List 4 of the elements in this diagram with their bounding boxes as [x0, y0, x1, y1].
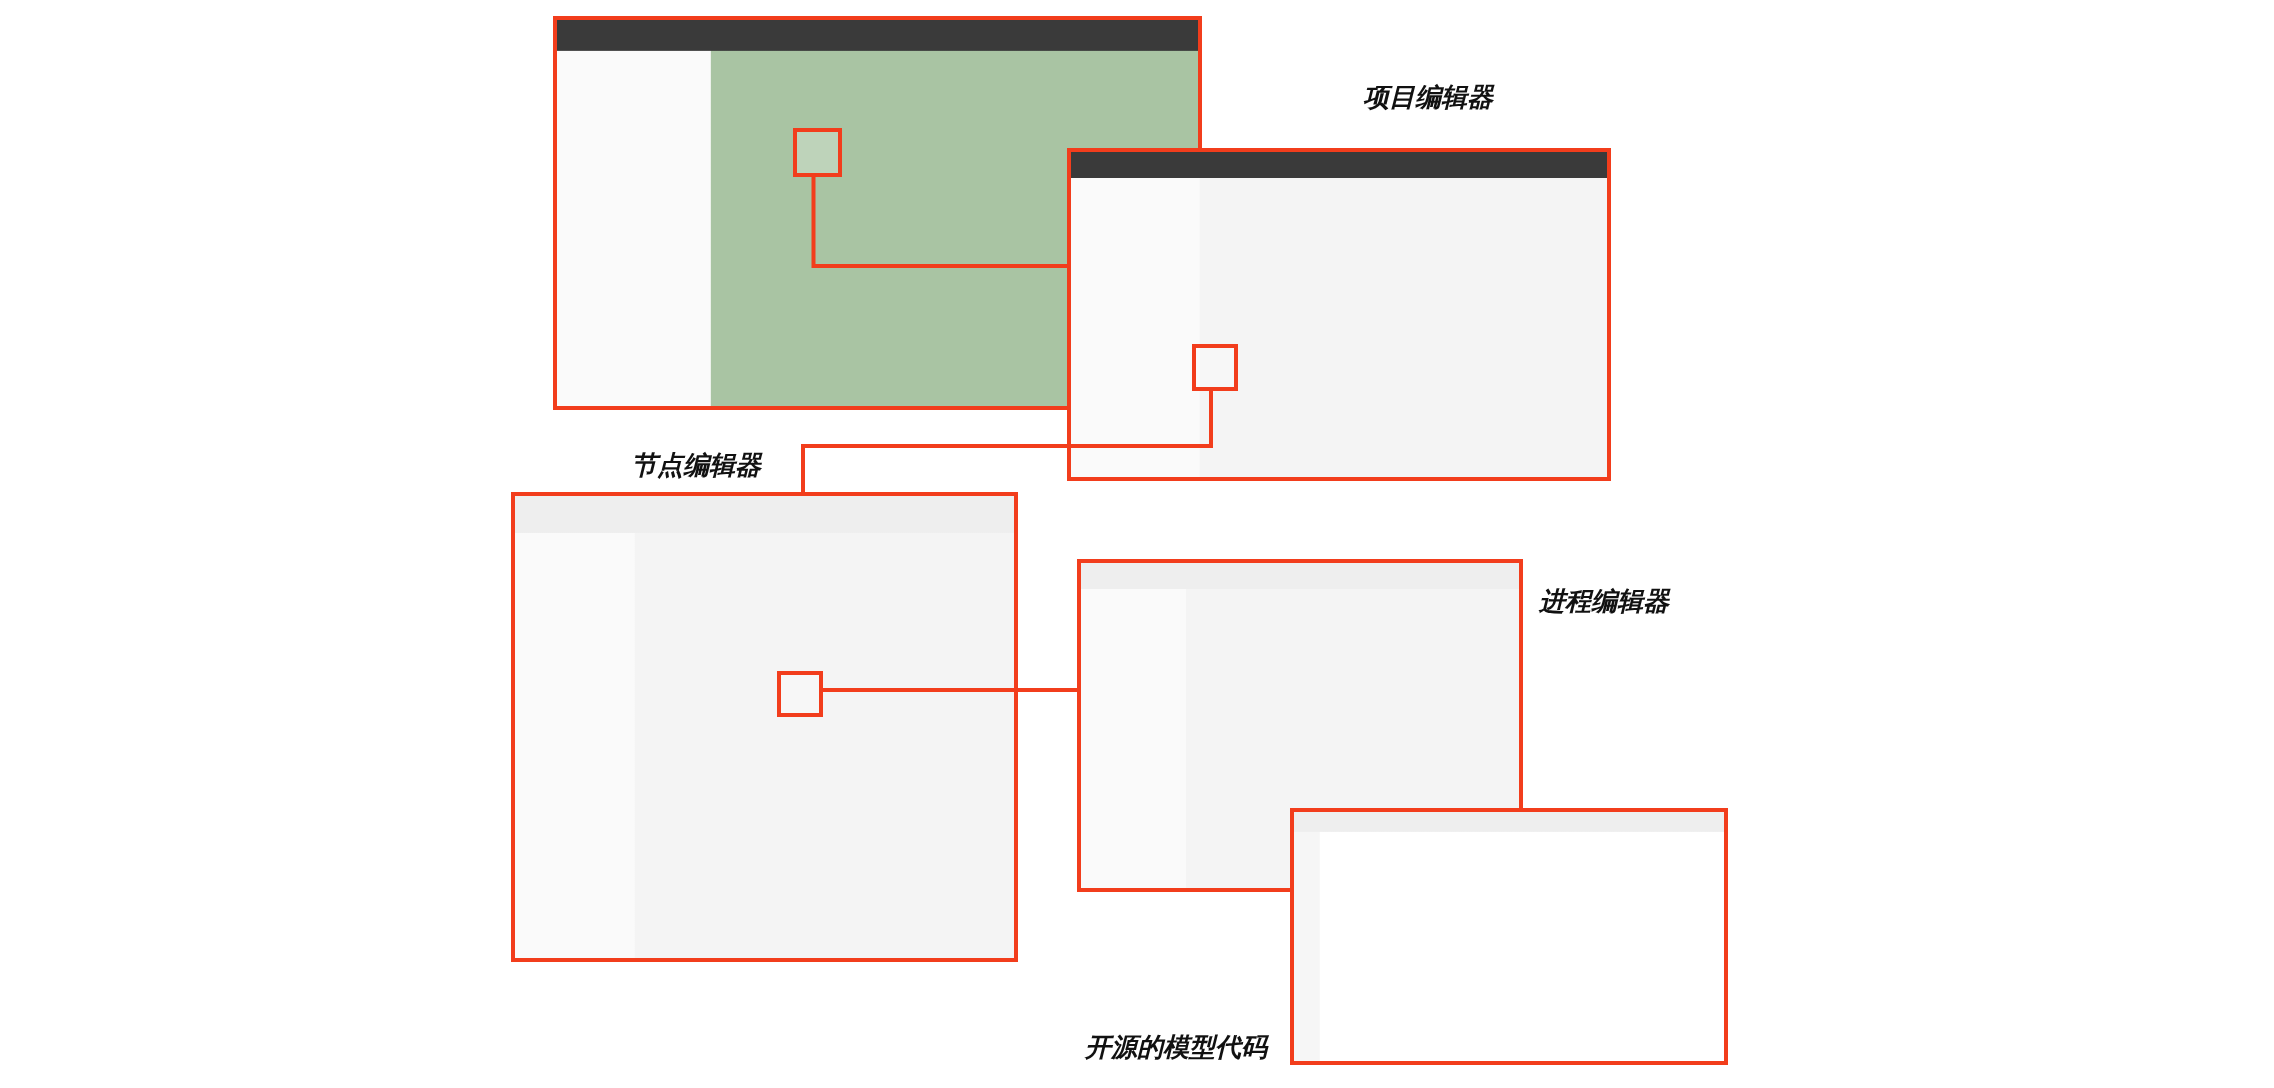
editor-heading: 项目编辑器	[1363, 81, 1493, 114]
editor-heading: 进程编辑器	[1539, 585, 1669, 618]
editor-heading: 节点编辑器	[631, 449, 761, 482]
editor-heading: 开源的模型代码	[1085, 1031, 1267, 1064]
